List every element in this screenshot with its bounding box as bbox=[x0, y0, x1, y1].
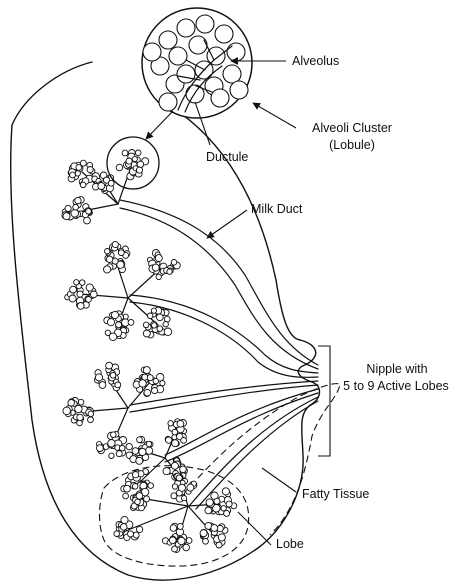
alveolus-sac bbox=[159, 93, 177, 111]
alveoli-cluster bbox=[165, 419, 186, 447]
magnify-arrow bbox=[146, 111, 173, 139]
alveoli-cluster bbox=[97, 431, 127, 458]
label-ductule: Ductule bbox=[206, 150, 248, 164]
alveolus-sac bbox=[211, 89, 229, 107]
alveolus-sac bbox=[196, 15, 214, 33]
alveoli-cluster bbox=[62, 197, 93, 224]
alveoli-cluster bbox=[116, 150, 149, 180]
alveoli-cluster bbox=[95, 362, 121, 391]
alveoli-cluster bbox=[171, 473, 197, 502]
alveoli-cluster bbox=[104, 241, 130, 273]
alveoli-cluster bbox=[63, 398, 94, 426]
alveolus-sac bbox=[230, 81, 248, 99]
alveolus-sac bbox=[189, 36, 207, 54]
label-milk-duct: Milk Duct bbox=[251, 202, 303, 216]
milk-ducts bbox=[120, 200, 318, 509]
alveolus-sac bbox=[207, 47, 225, 65]
alveoli-cluster bbox=[114, 516, 143, 540]
alveoli-cluster bbox=[205, 488, 237, 517]
milk-duct-leader bbox=[207, 210, 247, 238]
alveolus-sac bbox=[227, 43, 245, 61]
alveolus-sac bbox=[223, 65, 241, 83]
label-alveoli-cluster: Alveoli Cluster bbox=[312, 121, 392, 135]
alveolus-sac bbox=[143, 43, 161, 61]
label-fatty-tissue: Fatty Tissue bbox=[302, 487, 369, 501]
fatty-tissue-leader bbox=[262, 468, 296, 492]
alveoli-cluster bbox=[126, 436, 153, 464]
alveolus-sac bbox=[215, 25, 233, 43]
alveoli-cluster bbox=[143, 307, 171, 338]
label-active-lobes: 5 to 9 Active Lobes bbox=[343, 379, 449, 393]
alveoli-cluster bbox=[162, 523, 192, 552]
alveoli-cluster bbox=[200, 522, 228, 548]
label-alveolus: Alveolus bbox=[292, 54, 339, 68]
alveoli-cluster bbox=[65, 280, 97, 310]
alveoli-cluster bbox=[104, 311, 134, 341]
label-nipple: Nipple with bbox=[366, 362, 427, 376]
alveolus-sac bbox=[169, 47, 187, 65]
label-lobe: Lobe bbox=[276, 537, 304, 551]
lobule-clusters bbox=[62, 150, 237, 553]
label-lobule: (Lobule) bbox=[329, 138, 375, 152]
magnified-lobule bbox=[142, 8, 252, 118]
nipple-bracket bbox=[318, 346, 330, 456]
alveoli-cluster bbox=[133, 367, 165, 397]
alveoli-cluster-leader bbox=[253, 103, 296, 128]
alveolus-sac bbox=[177, 65, 195, 83]
alveolus-sac bbox=[177, 19, 195, 37]
alveolus-sac bbox=[159, 31, 177, 49]
